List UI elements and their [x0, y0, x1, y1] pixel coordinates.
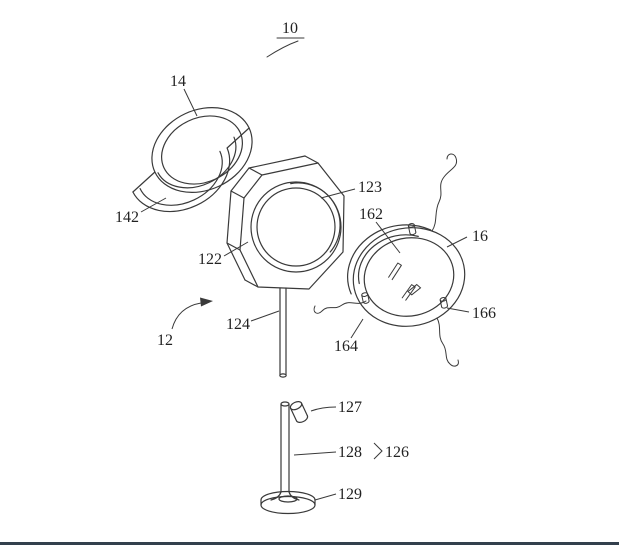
- ref-label-16: 16: [472, 228, 488, 245]
- leader-127: [310, 406, 337, 412]
- leader-123: [320, 188, 356, 199]
- ref-label-126: 126: [385, 444, 409, 461]
- leader-122: [223, 241, 249, 257]
- leader-124: [250, 310, 280, 322]
- ring-bore-depth-arc: [157, 136, 237, 189]
- leader-lines: [140, 88, 470, 501]
- post-top-cap: [280, 401, 290, 407]
- ring-side-right: [226, 127, 250, 149]
- stem-lines: [279, 287, 287, 376]
- reference-labels: 10 14 142 123 162 16 122 124 12 166 164 …: [115, 20, 496, 503]
- ring-outer-face: [151, 107, 253, 193]
- spring-anchor-slot: [407, 283, 422, 296]
- post-lines: [280, 403, 290, 493]
- arrow-head-12: [200, 297, 213, 307]
- ref-label-122: 122: [198, 251, 222, 268]
- leader-142: [140, 197, 167, 213]
- base-bottom-ellipse: [260, 495, 316, 515]
- ref-label-164: 164: [334, 338, 358, 355]
- assembly-arrow-12: [171, 297, 213, 330]
- anchor-pin-lower: [401, 284, 416, 301]
- leader-129: [314, 493, 337, 501]
- leader-162: [375, 221, 401, 254]
- spring-wire-bottom: [436, 317, 459, 367]
- leader-166: [446, 307, 470, 313]
- figure-number-tail: [266, 40, 299, 58]
- spring-wire-left: [313, 300, 367, 314]
- retainer-inner-edge: [363, 237, 455, 317]
- anchor-pin-upper: [388, 262, 402, 281]
- arrow-curve-12: [171, 302, 202, 330]
- ref-label-123: 123: [358, 179, 382, 196]
- leader-16: [446, 236, 468, 248]
- ring-bottom-rim-inner: [139, 150, 223, 206]
- lens-inner-edge: [256, 187, 336, 267]
- ref-label-10: 10: [282, 20, 298, 37]
- ref-label-166: 166: [472, 305, 496, 322]
- ring-side-left: [132, 171, 156, 193]
- ref-label-162: 162: [359, 206, 383, 223]
- holder-front-face: [239, 162, 345, 290]
- peg-left: [361, 292, 370, 304]
- peg-bottom-right: [439, 297, 448, 309]
- lens-holder-drawing: [226, 155, 345, 378]
- lens-outer-edge: [250, 181, 342, 273]
- group-bracket-126: [373, 442, 383, 460]
- barrel-ring-drawing: [132, 107, 253, 213]
- retaining-ring-drawing: [313, 153, 466, 367]
- base-rim-sides: [260, 499, 316, 506]
- base-top-rim: [260, 490, 316, 501]
- retaining-ring-body: [347, 223, 466, 327]
- base-hub: [278, 495, 298, 503]
- window-bottom-edge: [0, 542, 619, 545]
- ref-label-127: 127: [338, 399, 362, 416]
- stand-drawing: [260, 400, 316, 515]
- retainer-back-inner-arc: [357, 234, 419, 285]
- leader-128: [293, 451, 337, 456]
- leader-14: [183, 88, 198, 117]
- retainer-back-outer-arc: [347, 224, 432, 295]
- knob-cylinder: [289, 400, 309, 423]
- stem-tip: [279, 373, 287, 378]
- retainer-outer-edge: [352, 227, 466, 327]
- ref-label-14: 14: [170, 73, 186, 90]
- figure-number-marker: [266, 37, 305, 58]
- ring-bottom-rim: [132, 147, 231, 213]
- ref-label-142: 142: [115, 209, 139, 226]
- lens-bevel-arc: [290, 182, 341, 253]
- ref-label-12: 12: [157, 332, 173, 349]
- peg-top: [407, 223, 417, 236]
- ref-label-129: 129: [338, 486, 362, 503]
- ref-label-128: 128: [338, 444, 362, 461]
- ref-label-124: 124: [226, 316, 250, 333]
- spring-wire-top: [431, 153, 458, 232]
- holder-thickness-connectors: [226, 155, 319, 288]
- leader-164: [350, 318, 364, 339]
